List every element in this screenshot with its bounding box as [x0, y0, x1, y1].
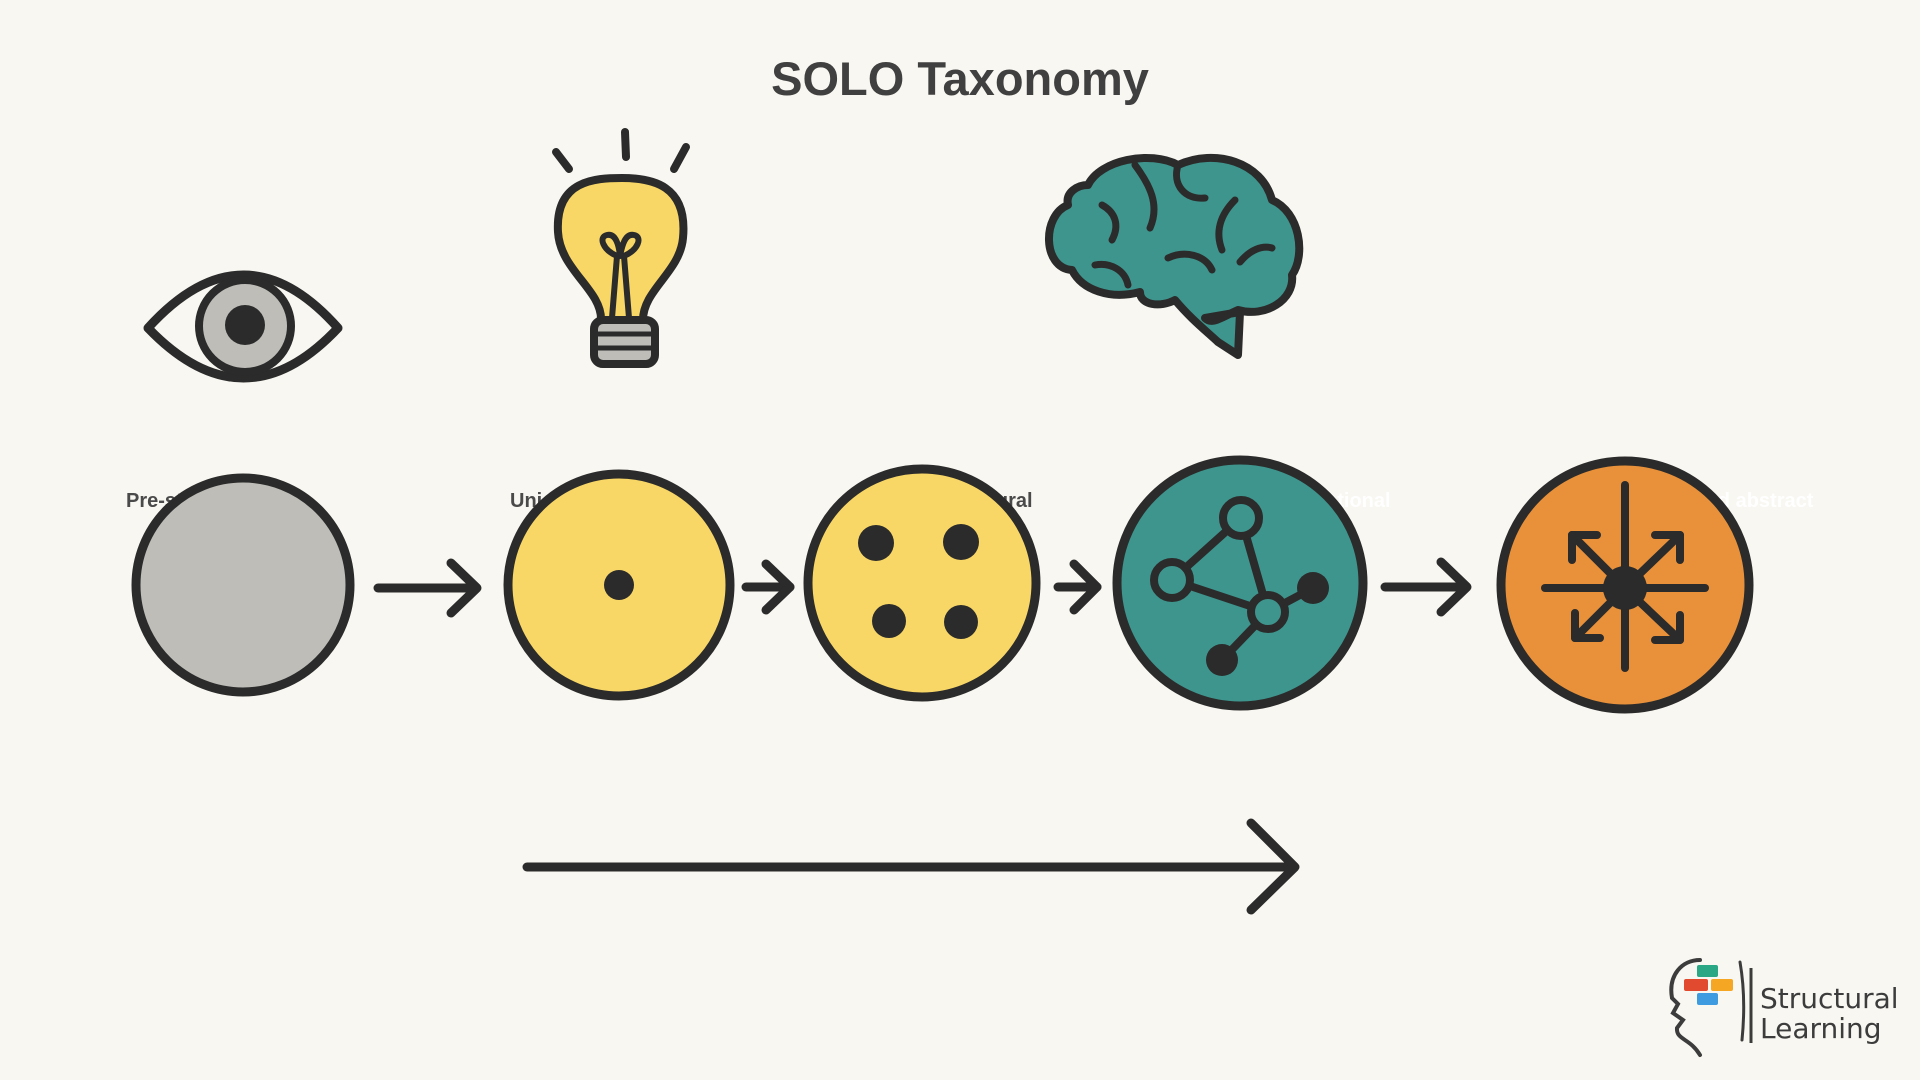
logo-block-icon: [1684, 979, 1708, 991]
logo-text-learning: Learning: [1760, 1012, 1882, 1045]
arrow-right-icon: [1053, 559, 1102, 615]
single-dot: [604, 570, 634, 600]
stage-circle-relational: [1112, 455, 1368, 711]
radiating-arrows: [1541, 481, 1709, 672]
brain-icon: [1045, 153, 1304, 359]
eye-icon: [143, 270, 343, 383]
logo-block-icon: [1697, 965, 1718, 977]
logo-text-structural: Structural: [1760, 982, 1899, 1015]
arrow-right-icon: [1380, 557, 1472, 617]
four-dots: [858, 524, 979, 639]
relational-network: [1150, 496, 1329, 676]
arrow-right-icon: [741, 559, 795, 615]
connector-arrows: [373, 557, 1472, 618]
logo-block-icon: [1697, 993, 1718, 1005]
page-title: SOLO Taxonomy: [771, 52, 1149, 105]
stage-circle-multi-structural: [803, 464, 1041, 702]
logo-block-icon: [1711, 979, 1733, 991]
structural-learning-logo: Structural Learning: [1669, 958, 1899, 1057]
lightbulb-icon: [552, 128, 690, 368]
arrow-right-icon: [373, 558, 482, 618]
progression-arrow-icon: [522, 818, 1300, 915]
stage-circle-pre-structural: [131, 473, 355, 697]
